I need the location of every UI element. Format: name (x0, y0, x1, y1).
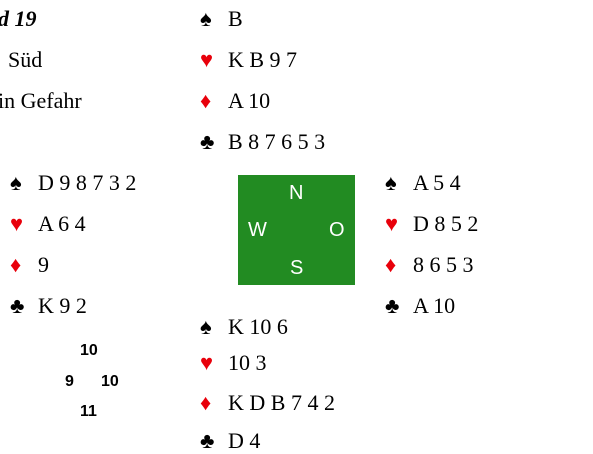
board-number: d 19 (0, 6, 37, 31)
west-spades: D 9 8 7 3 2 (38, 170, 137, 195)
south-hearts: 10 3 (228, 350, 267, 375)
west-hearts-row: ♥ A 6 4 (10, 211, 86, 237)
club-icon: ♣ (10, 293, 25, 318)
west-diamonds-row: ♦9 (10, 252, 49, 278)
east-spades-row: ♠ A 5 4 (385, 170, 461, 196)
south-diamonds-row: ♦ K D B 7 4 2 (200, 390, 335, 416)
north-hearts: K B 9 7 (228, 47, 298, 72)
east-hearts: D 8 5 2 (413, 211, 479, 236)
hcp-south: 11 (80, 403, 97, 420)
north-diamonds-row: ♦ A 10 (200, 88, 270, 114)
east-hearts-row: ♥ D 8 5 2 (385, 211, 478, 237)
vulnerability-label: in Gefahr (0, 88, 82, 113)
north-spades: B (228, 6, 243, 31)
spade-icon: ♠ (200, 314, 212, 339)
compass-box: N W O S (238, 175, 355, 285)
east-diamonds: 8 6 5 3 (413, 252, 474, 277)
hcp-north: 10 (80, 342, 98, 359)
south-spades: K 10 6 (228, 314, 288, 339)
spade-icon: ♠ (385, 170, 397, 195)
club-icon: ♣ (385, 293, 400, 318)
compass-north: N (289, 182, 304, 204)
club-icon: ♣ (200, 129, 215, 154)
diamond-icon: ♦ (200, 88, 212, 113)
south-clubs-row: ♣ D 4 (200, 428, 260, 454)
north-hearts-row: ♥ K B 9 7 (200, 47, 297, 73)
east-clubs-row: ♣ A 10 (385, 293, 455, 319)
west-clubs: K 9 2 (38, 293, 87, 318)
compass-south: S (290, 257, 304, 279)
spade-icon: ♠ (200, 6, 212, 31)
north-diamonds: A 10 (228, 88, 271, 113)
south-spades-row: ♠ K 10 6 (200, 314, 288, 340)
spade-icon: ♠ (10, 170, 22, 195)
west-spades-row: ♠ D 9 8 7 3 2 (10, 170, 136, 196)
diamond-icon: ♦ (385, 252, 397, 277)
heart-icon: ♥ (200, 47, 214, 72)
hcp-west: 9 (65, 373, 74, 390)
north-clubs-row: ♣ B 8 7 6 5 3 (200, 129, 325, 155)
compass-east: O (329, 219, 345, 241)
north-spades-row: ♠B (200, 6, 243, 32)
south-diamonds: K D B 7 4 2 (228, 390, 335, 415)
compass-west: W (248, 219, 267, 241)
west-clubs-row: ♣ K 9 2 (10, 293, 87, 319)
east-diamonds-row: ♦ 8 6 5 3 (385, 252, 474, 278)
heart-icon: ♥ (10, 211, 24, 236)
east-spades: A 5 4 (413, 170, 461, 195)
hcp-east: 10 (101, 373, 119, 390)
diamond-icon: ♦ (10, 252, 22, 277)
heart-icon: ♥ (385, 211, 399, 236)
dealer-label: Süd (8, 47, 43, 72)
club-icon: ♣ (200, 428, 215, 453)
heart-icon: ♥ (200, 350, 214, 375)
diamond-icon: ♦ (200, 390, 212, 415)
west-diamonds: 9 (38, 252, 49, 277)
south-clubs: D 4 (228, 428, 261, 453)
west-hearts: A 6 4 (38, 211, 86, 236)
south-hearts-row: ♥ 10 3 (200, 350, 267, 376)
east-clubs: A 10 (413, 293, 456, 318)
north-clubs: B 8 7 6 5 3 (228, 129, 326, 154)
